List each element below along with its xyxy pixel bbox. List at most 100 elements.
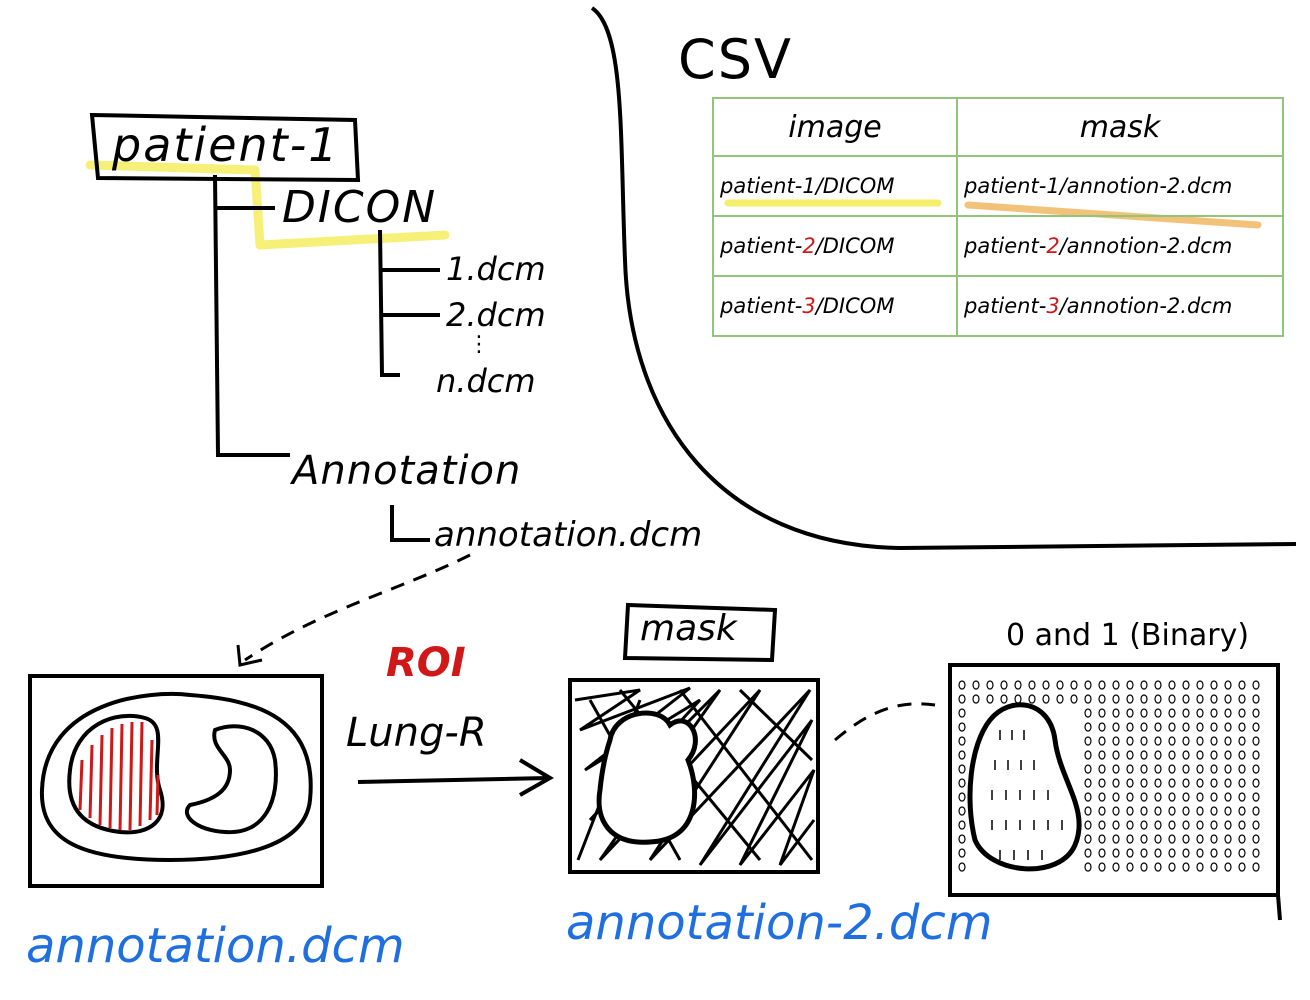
binary-zero-mark <box>1168 736 1176 746</box>
binary-zero-mark <box>958 834 966 844</box>
mask-image-frame <box>568 678 820 874</box>
binary-zero-mark <box>1182 820 1190 830</box>
binary-zero-mark <box>1238 778 1246 788</box>
dashed-arrow-head <box>236 644 263 667</box>
binary-zero-mark <box>1112 848 1120 858</box>
binary-zero-mark <box>958 750 966 760</box>
binary-zero-mark <box>1084 806 1092 816</box>
binary-zero-mark <box>1196 708 1204 718</box>
binary-zero-mark <box>1098 820 1106 830</box>
binary-zero-mark <box>1112 862 1120 872</box>
binary-zero-mark <box>1154 792 1162 802</box>
binary-zero-mark <box>1252 778 1260 788</box>
binary-zero-mark <box>1098 708 1106 718</box>
binary-zero-mark <box>1182 778 1190 788</box>
binary-zero-mark <box>1182 680 1190 690</box>
binary-zero-mark <box>1196 722 1204 732</box>
binary-zero-mark <box>1168 694 1176 704</box>
binary-zero-mark <box>1140 750 1148 760</box>
binary-zero-mark <box>1126 722 1134 732</box>
binary-zero-mark <box>1238 862 1246 872</box>
binary-zero-mark <box>1252 848 1260 858</box>
binary-zero-mark <box>1084 750 1092 760</box>
binary-zero-mark <box>1196 764 1204 774</box>
binary-zero-mark <box>1070 680 1078 690</box>
binary-zero-mark <box>958 820 966 830</box>
binary-zero-mark <box>958 694 966 704</box>
binary-zero-mark <box>1224 792 1232 802</box>
binary-zero-mark <box>1126 792 1134 802</box>
binary-zero-mark <box>1182 708 1190 718</box>
binary-zero-mark <box>1210 806 1218 816</box>
roi-arrow <box>357 758 554 797</box>
binary-zero-mark <box>1084 708 1092 718</box>
binary-label: 0 and 1 (Binary) <box>1006 618 1250 653</box>
binary-zero-mark <box>1196 820 1204 830</box>
binary-zero-mark <box>1084 834 1092 844</box>
binary-zero-mark <box>1210 778 1218 788</box>
binary-zero-mark <box>1126 736 1134 746</box>
binary-zero-mark <box>1126 834 1134 844</box>
binary-zero-mark <box>1182 694 1190 704</box>
binary-zero-mark <box>958 708 966 718</box>
binary-zero-mark <box>1238 750 1246 760</box>
roi-red-hatching <box>78 721 160 831</box>
binary-zero-mark <box>1224 848 1232 858</box>
binary-zero-mark <box>1238 834 1246 844</box>
binary-zero-mark <box>1182 722 1190 732</box>
binary-zero-mark <box>1224 764 1232 774</box>
binary-zero-mark <box>1112 820 1120 830</box>
binary-zero-mark <box>1224 806 1232 816</box>
binary-zero-mark <box>1112 750 1120 760</box>
binary-zero-mark <box>1098 862 1106 872</box>
binary-zero-mark <box>1210 834 1218 844</box>
binary-zero-mark <box>1098 806 1106 816</box>
binary-zero-mark <box>1154 750 1162 760</box>
binary-zero-mark <box>1168 750 1176 760</box>
csv-cell-image: patient-1/DICOM <box>712 155 958 217</box>
binary-zero-mark <box>1196 778 1204 788</box>
dicom-file-n: n.dcm <box>436 362 536 400</box>
binary-zero-mark <box>1112 806 1120 816</box>
csv-cell-image: patient-2/DICOM <box>712 215 958 277</box>
binary-zero-mark <box>1154 778 1162 788</box>
left-lung-roi <box>67 713 165 835</box>
binary-zero-mark <box>1098 750 1106 760</box>
binary-zero-mark <box>1014 680 1022 690</box>
binary-image-frame <box>948 663 1280 897</box>
binary-zero-mark <box>1126 806 1134 816</box>
binary-zero-mark <box>958 792 966 802</box>
binary-zero-mark <box>1168 722 1176 732</box>
binary-zero-mark <box>1182 806 1190 816</box>
binary-zero-mark <box>1224 834 1232 844</box>
binary-zero-mark <box>1126 680 1134 690</box>
dashed-link-binary <box>834 702 936 742</box>
binary-zero-mark <box>1154 862 1162 872</box>
binary-zero-mark <box>1140 708 1148 718</box>
binary-zero-mark <box>1168 820 1176 830</box>
binary-zero-mark <box>1238 792 1246 802</box>
binary-zero-mark <box>1098 694 1106 704</box>
annotation-file-label: annotation.dcm <box>434 515 703 555</box>
annotation-folder-label: Annotation <box>292 448 522 494</box>
binary-zero-mark <box>1042 694 1050 704</box>
binary-zero-mark <box>1182 862 1190 872</box>
binary-zero-mark <box>986 694 994 704</box>
binary-zero-mark <box>1000 694 1008 704</box>
binary-zero-mark <box>1154 806 1162 816</box>
binary-zero-mark <box>1028 680 1036 690</box>
binary-zero-mark <box>1112 680 1120 690</box>
dicom-ellipsis: ⋮ <box>468 332 490 357</box>
binary-zero-mark <box>1140 792 1148 802</box>
annotation-image-frame <box>28 674 324 888</box>
binary-zero-mark <box>1126 820 1134 830</box>
binary-zero-mark <box>1070 694 1078 704</box>
csv-cell-image: patient-3/DICOM <box>712 275 958 337</box>
binary-zero-mark <box>1196 848 1204 858</box>
binary-zero-mark <box>1182 750 1190 760</box>
binary-zero-mark <box>1224 820 1232 830</box>
binary-zero-mark <box>958 722 966 732</box>
csv-cell-mask: patient-3/annotion-2.dcm <box>956 275 1284 337</box>
binary-zero-mark <box>958 680 966 690</box>
binary-zero-mark <box>1098 764 1106 774</box>
